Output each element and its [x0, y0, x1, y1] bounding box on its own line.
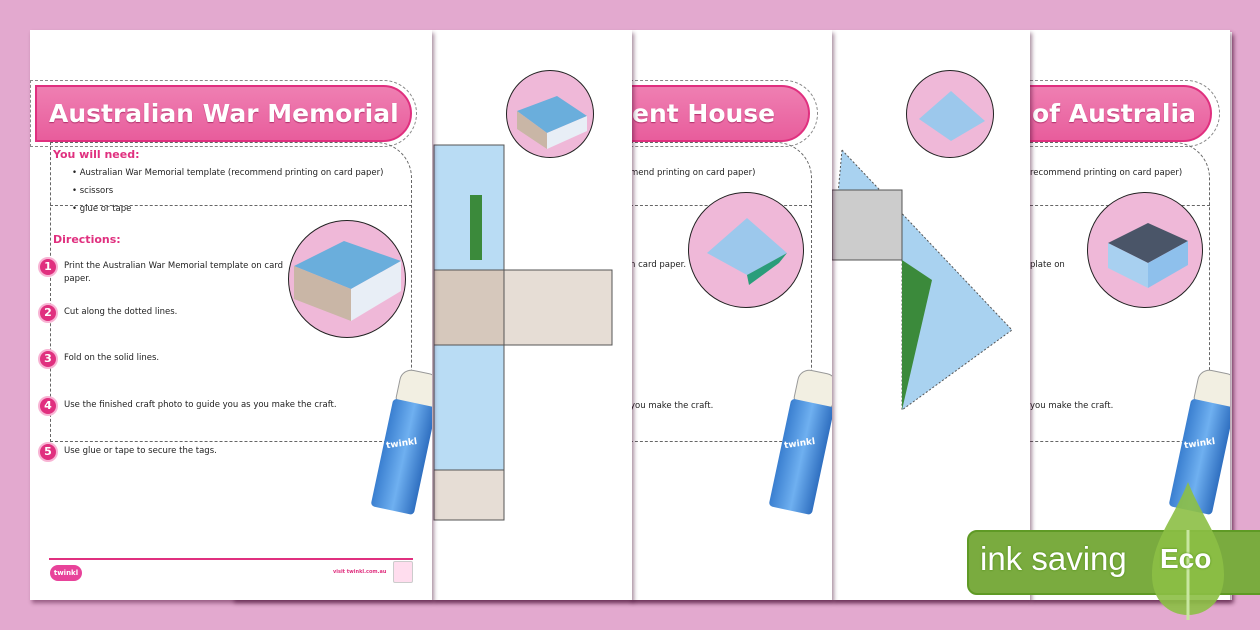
material-text: glue or tape	[79, 204, 132, 214]
leaf-icon	[1152, 482, 1224, 620]
content-box	[630, 142, 812, 442]
step-text: you make the craft.	[1030, 401, 1114, 411]
footer-badge	[393, 561, 413, 583]
step-text: plate on	[1030, 260, 1065, 270]
title-text: of Australia	[1032, 99, 1196, 128]
content-box	[50, 142, 412, 442]
material-text: recommend printing on card paper)	[1030, 168, 1183, 178]
page-australian-war-memorial: Australian War Memorial You will need: •…	[30, 30, 432, 600]
you-will-need-heading: You will need:	[53, 148, 140, 161]
title-text: Australian War Memorial	[49, 99, 399, 128]
footer-divider	[49, 558, 413, 560]
step-text: you make the craft.	[630, 401, 714, 411]
step-number: 1	[38, 257, 58, 277]
page-title: of Australia	[1030, 85, 1212, 142]
step-text: Use the finished craft photo to guide yo…	[64, 400, 337, 410]
step-number: 2	[38, 303, 58, 323]
step-text: Print the Australian War Memorial templa…	[64, 261, 284, 271]
directions-heading: Directions:	[53, 233, 121, 246]
eco-text: Eco	[1160, 543, 1212, 574]
title-outline	[630, 80, 818, 147]
craft-photo	[288, 220, 406, 338]
content-box	[1030, 142, 1210, 442]
material-item: • glue or tape	[72, 204, 132, 214]
ink-saving-text: ink saving	[980, 540, 1127, 577]
step-text: paper.	[64, 274, 91, 284]
material-text: Australian War Memorial template (recomm…	[79, 168, 384, 178]
library-building-icon	[1108, 223, 1188, 288]
war-memorial-template	[433, 144, 613, 521]
page-template-parliament	[832, 30, 1030, 600]
step-number: 3	[38, 349, 58, 369]
material-item: • scissors	[72, 186, 114, 196]
page-title: Australian War Memorial	[35, 85, 412, 142]
pyramid-icon	[919, 91, 985, 141]
craft-photo-small	[906, 70, 994, 158]
page-parliament-house: ent House mend printing on card paper) n…	[630, 30, 832, 600]
war-memorial-icon	[294, 241, 401, 321]
footer-url[interactable]: visit twinkl.com.au	[333, 569, 387, 575]
material-text: scissors	[79, 186, 114, 196]
craft-photo-small	[506, 70, 594, 158]
page-national-library: of Australia recommend printing on card …	[1030, 30, 1230, 600]
divider	[50, 205, 412, 206]
title-outline	[1030, 80, 1220, 147]
material-text: mend printing on card paper)	[630, 168, 756, 178]
step-text: Cut along the dotted lines.	[64, 307, 178, 317]
page-template-war-memorial	[432, 30, 632, 600]
pyramid-icon	[707, 218, 787, 285]
logo-text: twinkl	[53, 569, 79, 577]
step-text: n card paper.	[630, 260, 687, 270]
title-outline	[30, 80, 417, 147]
step-text: Fold on the solid lines.	[64, 353, 160, 363]
step-text: Use glue or tape to secure the tags.	[64, 446, 217, 456]
material-item: • Australian War Memorial template (reco…	[72, 168, 384, 178]
parliament-template	[832, 148, 1013, 411]
step-number: 5	[38, 442, 58, 462]
war-memorial-icon	[517, 96, 587, 149]
craft-photo	[1087, 192, 1203, 308]
step-number: 4	[38, 396, 58, 416]
craft-photo	[688, 192, 804, 308]
twinkl-logo: twinkl	[50, 565, 82, 581]
